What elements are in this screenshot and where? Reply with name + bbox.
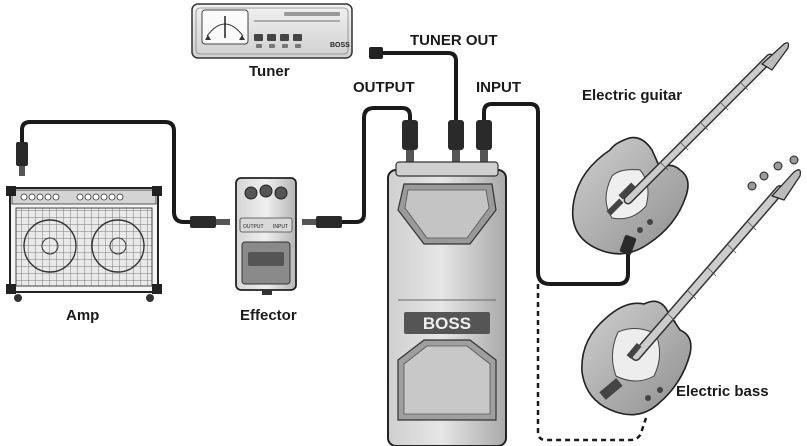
electric-bass [581, 155, 801, 416]
effector-device: OUTPUT INPUT [235, 177, 297, 295]
output-jack-plug [402, 120, 418, 168]
input-label: INPUT [476, 79, 521, 96]
effector-input-text: INPUT [273, 224, 288, 230]
cable-input-guitar [482, 102, 630, 286]
electric-guitar [572, 42, 790, 255]
amp-device [6, 186, 162, 302]
effector-label: Effector [240, 307, 297, 324]
guitar-input-plug [619, 235, 637, 255]
pedal-brand-logo: BOSS [423, 314, 471, 333]
tuner-out-jack-plug [448, 120, 464, 168]
tuner-label: Tuner [249, 63, 290, 80]
cable-tuner-out [382, 51, 458, 124]
electric-bass-label: Electric bass [676, 383, 769, 400]
tuner-meter [201, 9, 249, 45]
pedal-logo-plate [404, 312, 490, 334]
tuner-out-plug [369, 47, 383, 59]
tuner-out-label: TUNER OUT [410, 32, 498, 49]
amp-label: Amp [66, 307, 99, 324]
cable-amp-effector [20, 120, 192, 224]
tuner-brand-logo: BOSS [330, 42, 350, 49]
output-label: OUTPUT [353, 79, 415, 96]
effector-output-text: OUTPUT [243, 224, 264, 230]
tuner-buttons [254, 12, 340, 48]
amp-input-plug [16, 142, 28, 176]
electric-guitar-label: Electric guitar [582, 87, 682, 104]
effector-output-plug [190, 216, 230, 228]
cable-effector-output [338, 106, 412, 224]
main-pedal: BOSS [387, 161, 507, 446]
effector-input-plug [302, 216, 342, 228]
cable-input-bass-dashed [536, 284, 648, 442]
input-jack-plug [476, 120, 492, 168]
tuner-device: BOSS [191, 3, 383, 59]
